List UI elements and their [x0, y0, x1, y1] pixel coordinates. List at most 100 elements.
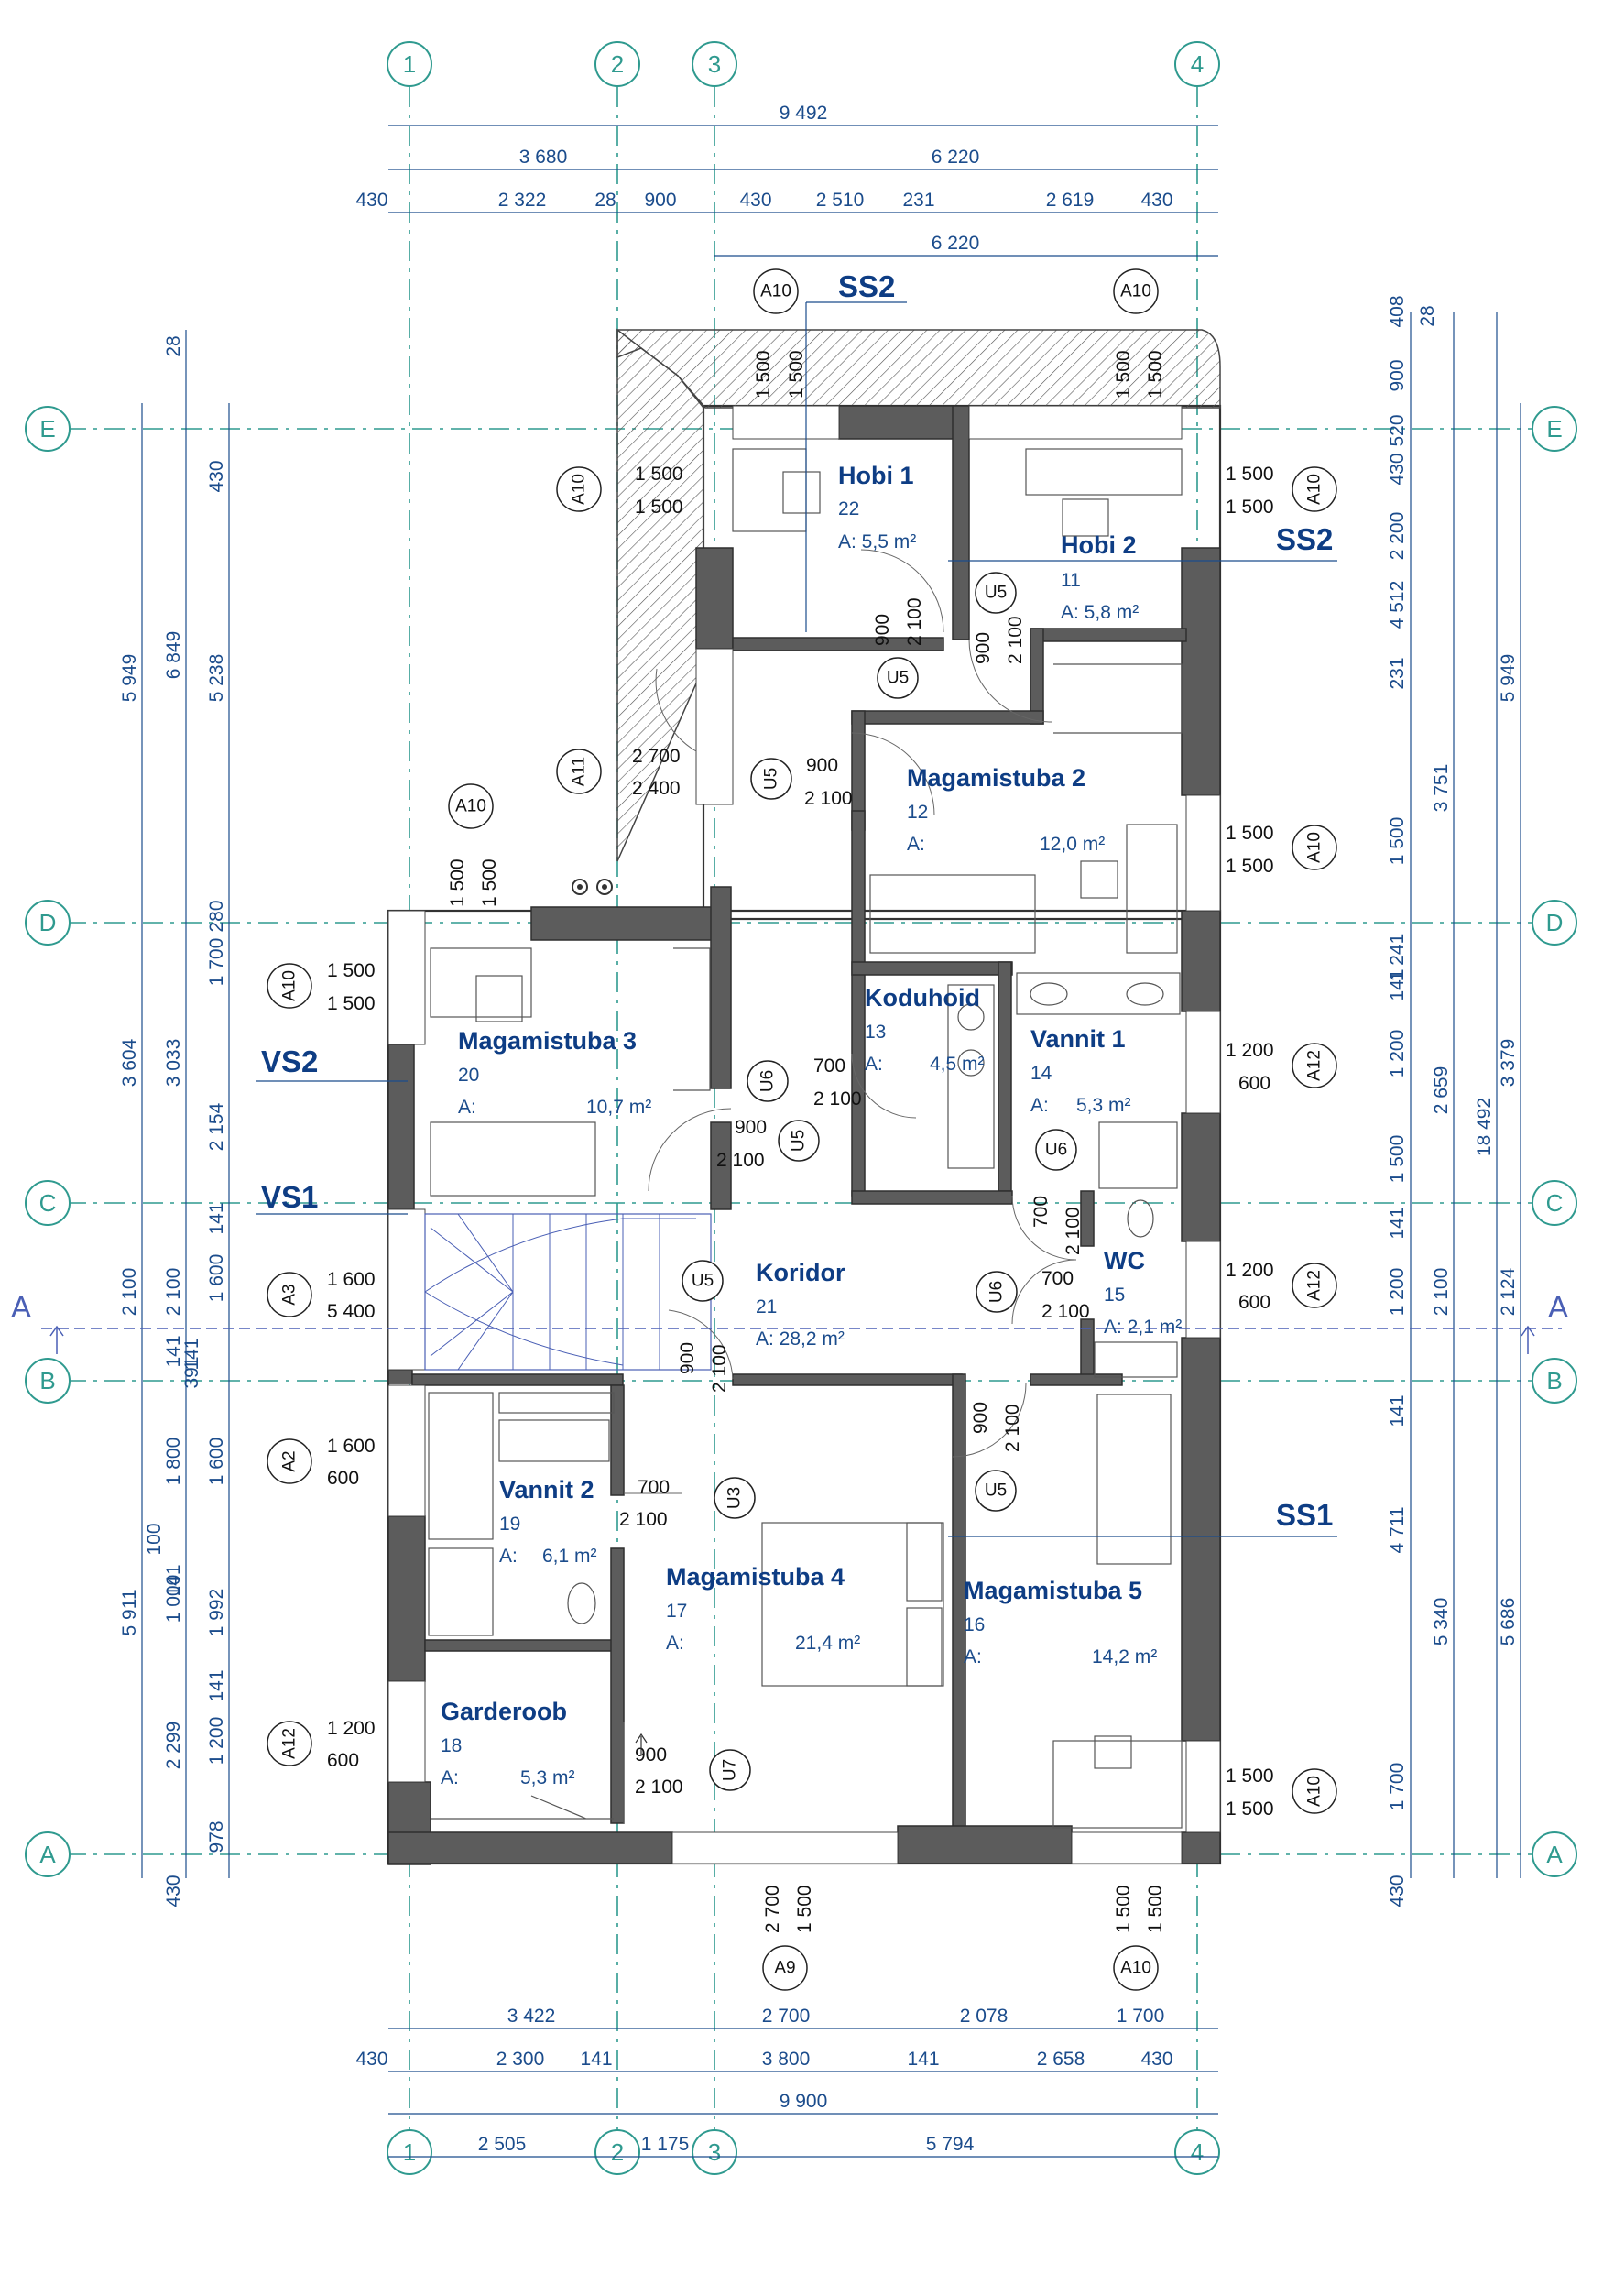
dim-top-row3: 2 619	[1046, 190, 1095, 211]
section-ss2-top: SS2	[838, 269, 895, 303]
svg-text:2 100: 2 100	[1041, 1301, 1090, 1322]
bottom-dimensions: 3 422 2 700 2 078 1 700 430 2 300 141 3 …	[355, 2006, 1218, 2158]
dim-left-col2: 1 800	[163, 1438, 184, 1486]
svg-text:600: 600	[327, 1750, 359, 1771]
dim-right-col1: 900	[1387, 359, 1408, 391]
grid-bubble-E-right: E	[1532, 406, 1577, 452]
dim-left-col2: 1 000	[163, 1575, 184, 1624]
window-openings	[387, 405, 1221, 1864]
dim-left-outer: 2 100	[119, 1268, 140, 1317]
svg-text:Magamistuba 5: Magamistuba 5	[964, 1577, 1142, 1604]
dim-left-col2: 100	[144, 1523, 165, 1555]
svg-text:5,3 m²: 5,3 m²	[520, 1767, 575, 1788]
window-tag: A11 2 700 2 400	[556, 746, 681, 799]
dim-bottom-row4: 5 794	[926, 2134, 975, 2155]
svg-text:B: B	[39, 1367, 55, 1394]
svg-text:12,0 m²: 12,0 m²	[1040, 834, 1105, 855]
door-tag: U6 700 2 100	[747, 1055, 862, 1110]
svg-text:A: 5,8 m²: A: 5,8 m²	[1061, 602, 1139, 623]
window-tag: A12 1 200 600	[267, 1718, 376, 1771]
window-tag: A10 1 500 1 500	[753, 268, 807, 399]
svg-text:1 200: 1 200	[1226, 1040, 1274, 1061]
svg-text:WC: WC	[1104, 1247, 1145, 1274]
svg-text:C: C	[1546, 1189, 1564, 1217]
svg-text:U5: U5	[692, 1272, 714, 1291]
dim-top-row3: 2 510	[816, 190, 865, 211]
svg-text:700: 700	[1041, 1268, 1074, 1289]
svg-text:U5: U5	[985, 1481, 1007, 1501]
room-hobi-1: Hobi 1 22 A: 5,5 m²	[838, 462, 916, 552]
dim-right-col1: 28	[1417, 305, 1438, 326]
svg-text:A10: A10	[280, 970, 300, 1001]
right-dimensions: 408 28 900 520 430 2 200 4 512 231 1 500…	[1387, 295, 1521, 1908]
dim-top-row2: 6 220	[932, 147, 980, 168]
svg-text:A2: A2	[280, 1450, 300, 1471]
dim-right-col4: 5 686	[1498, 1598, 1519, 1646]
svg-text:U5: U5	[762, 768, 781, 790]
svg-text:600: 600	[1238, 1073, 1270, 1094]
svg-text:2 100: 2 100	[1002, 1404, 1023, 1452]
svg-text:2 100: 2 100	[1063, 1207, 1084, 1255]
grid-bubble-B-right: B	[1532, 1358, 1577, 1404]
grid-bubble-3-top: 3	[692, 41, 737, 87]
room-koduhoid: Koduhoid 13 A: 4,5 m²	[865, 984, 985, 1075]
top-dimensions: 9 492 3 680 6 220 430 2 322 28 900 430 2…	[355, 103, 1218, 257]
window-tag: A10 1 500 1 500	[1113, 268, 1166, 399]
svg-text:1 500: 1 500	[1226, 1799, 1274, 1820]
svg-text:21: 21	[756, 1296, 777, 1317]
svg-text:U5: U5	[790, 1130, 809, 1152]
dim-left-col3: 141	[206, 1202, 227, 1234]
room-wc: WC 15 A: 2,1 m²	[1104, 1247, 1182, 1338]
svg-text:900: 900	[970, 1402, 991, 1434]
dim-top-row3: 900	[644, 190, 676, 211]
door-tag: U6 700 2 100	[976, 1268, 1090, 1322]
dim-bottom-row1: 2 078	[960, 2006, 1009, 2027]
svg-text:14: 14	[1030, 1063, 1052, 1084]
dim-left-col3: 1 700	[206, 938, 227, 987]
dim-left-col2: 2 299	[163, 1722, 184, 1770]
svg-text:1 500: 1 500	[1226, 856, 1274, 877]
svg-text:1 600: 1 600	[327, 1436, 376, 1457]
dim-right-col1: 1 500	[1387, 817, 1408, 866]
window-tag: A10 1 500 1 500	[1113, 1885, 1166, 1991]
svg-text:A3: A3	[280, 1284, 300, 1305]
room-magamistuba-3: Magamistuba 3 20 A: 10,7 m²	[458, 1027, 651, 1118]
section-vs1: VS1	[261, 1180, 318, 1214]
svg-text:1 200: 1 200	[1226, 1260, 1274, 1281]
svg-text:2 100: 2 100	[709, 1344, 730, 1393]
svg-text:A10: A10	[1120, 1959, 1151, 1978]
dim-right-col1: 408	[1387, 295, 1408, 327]
svg-text:A:: A:	[1030, 1095, 1049, 1116]
svg-text:A11: A11	[570, 757, 589, 786]
section-vs2: VS2	[261, 1044, 318, 1078]
dim-bottom-row2: 2 658	[1037, 2049, 1085, 2070]
window-tag: A10 1 500 1 500	[447, 783, 500, 907]
dim-right-col2: 5 340	[1431, 1598, 1452, 1646]
svg-text:1 600: 1 600	[327, 1269, 376, 1290]
dim-right-col4: 2 124	[1498, 1267, 1519, 1316]
grid-bubbles: 1 2 3 4 1 2 3 4 E D C B A E D C B A	[25, 41, 1577, 2175]
door-tag: U5 900 2 100	[872, 597, 925, 699]
door-tag: U5 900 2 100	[970, 1402, 1023, 1512]
svg-text:Hobi 2: Hobi 2	[1061, 531, 1137, 559]
room-koridor: Koridor 21 A: 28,2 m²	[756, 1259, 845, 1350]
svg-text:2 100: 2 100	[813, 1088, 862, 1110]
dim-right-col1: 1 500	[1387, 1135, 1408, 1184]
door-tag: U5 900 2 100	[716, 1117, 820, 1171]
dim-bottom-row2: 3 800	[762, 2049, 811, 2070]
svg-text:3: 3	[708, 2138, 721, 2166]
svg-text:A:: A:	[865, 1054, 883, 1075]
svg-text:700: 700	[638, 1477, 670, 1498]
dim-left-outer: 3 604	[119, 1038, 140, 1087]
svg-text:1 500: 1 500	[635, 464, 683, 485]
ramp-hatch	[616, 328, 704, 862]
svg-text:19: 19	[499, 1514, 520, 1535]
dim-left-col3: 391	[181, 1356, 202, 1388]
svg-text:A: A	[1546, 1841, 1563, 1868]
dim-bottom-row1: 3 422	[507, 2006, 556, 2027]
dim-right-col2: 2 100	[1431, 1268, 1452, 1317]
svg-text:1 500: 1 500	[1113, 1885, 1134, 1933]
grid-bubble-1-top: 1	[387, 41, 432, 87]
svg-text:2 700: 2 700	[632, 746, 681, 767]
